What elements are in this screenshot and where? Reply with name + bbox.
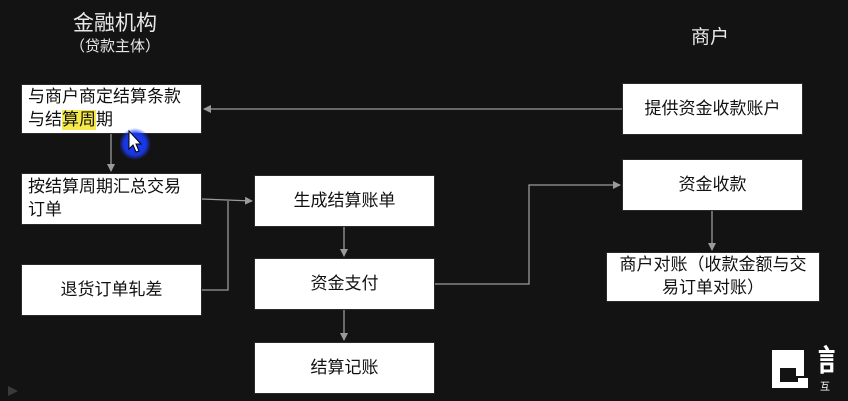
fund-payment-box: 资金支付 [254,258,435,310]
settlement-record-label: 结算记账 [310,357,379,378]
generate-bill-box: 生成结算账单 [254,175,435,227]
summarize-orders-box: 按结算周期汇总交易订单 [21,173,202,225]
return-offset-box: 退货订单轧差 [21,264,202,316]
brand-logo-icon [772,350,808,388]
brand-logo: 訁 互 [768,344,848,401]
financial-institution-title: 金融机构 [73,11,157,35]
merchant-header: 商户 [690,26,729,48]
merchant-reconcile-label: 商户对账（收款金额与交易订单对账） [619,255,807,298]
mouse-pointer-icon [120,128,151,160]
connector-return-to-generate [202,201,229,291]
text-highlight: 算周 [62,110,96,130]
settlement-record-box: 结算记账 [254,342,435,394]
arrow-summarize-to-generate [201,196,253,205]
brand-logo-char: 訁 [818,344,848,379]
summarize-orders-label: 按结算周期汇总交易订单 [28,177,181,220]
merchant-reconcile-box: 商户对账（收款金额与交易订单对账） [606,252,820,302]
financial-institution-subtitle: （贷款主体） [69,37,160,55]
arrow-payment-to-receive [435,181,621,285]
generate-bill-label: 生成结算账单 [293,190,396,211]
negotiate-terms-box: 与商户商定结算条款与结算周期 [21,84,202,134]
fund-payment-label: 资金支付 [310,273,379,294]
provide-account-box: 提供资金收款账户 [622,83,803,135]
play-triangle-icon[interactable] [6,384,20,398]
fund-receipt-box: 资金收款 [622,159,803,211]
return-offset-label: 退货订单轧差 [60,279,163,300]
negotiate-terms-label: 与商户商定结算条款与结算周期 [28,87,181,130]
financial-institution-header: 金融机构 （贷款主体） [40,10,190,56]
brand-logo-subtext: 互 [820,382,830,393]
provide-account-label: 提供资金收款账户 [644,98,781,119]
fund-receipt-label: 资金收款 [678,174,747,195]
